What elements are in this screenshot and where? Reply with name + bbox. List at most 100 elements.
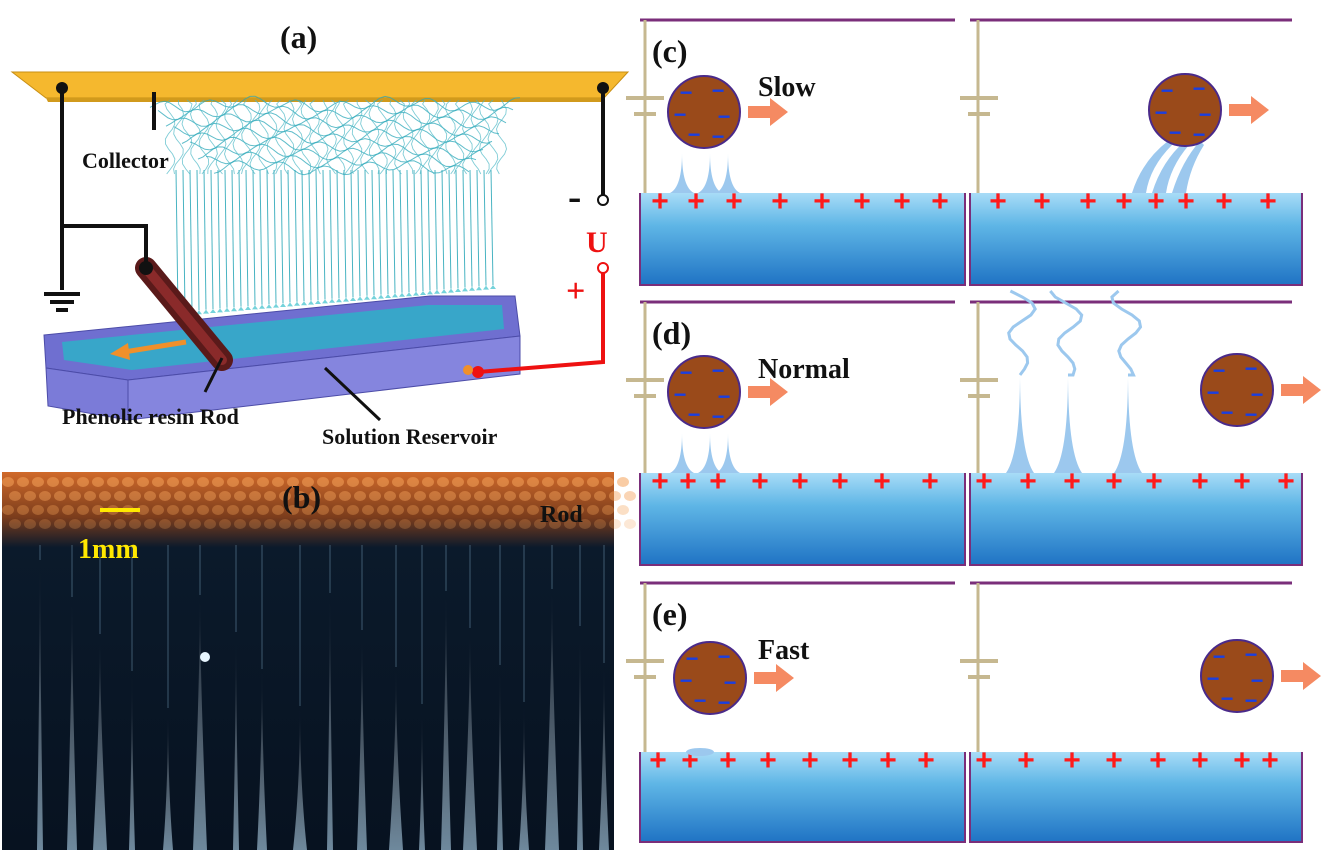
tank-outline bbox=[969, 752, 1303, 843]
rod-bead bbox=[527, 505, 539, 515]
roller-minus-charge: − bbox=[1199, 102, 1212, 127]
rod-bead bbox=[197, 477, 209, 487]
whipping-fiber bbox=[1110, 289, 1143, 377]
rod-bead bbox=[399, 491, 411, 501]
rod-bead bbox=[572, 505, 584, 515]
short-jet bbox=[670, 433, 694, 473]
rod-bead bbox=[212, 477, 224, 487]
roller-minus-charge: − bbox=[1193, 76, 1206, 101]
negative-lead bbox=[597, 82, 609, 206]
rod-bead bbox=[512, 505, 524, 515]
short-jet bbox=[698, 153, 722, 193]
collector-label: Collector bbox=[82, 148, 169, 173]
straight-fiber bbox=[469, 169, 473, 287]
rod-bead bbox=[294, 491, 306, 501]
wavy-fiber-column bbox=[402, 99, 414, 175]
rod-bead bbox=[174, 491, 186, 501]
fiber-tip bbox=[294, 301, 300, 306]
straight-fiber bbox=[462, 169, 466, 288]
wavy-fiber-column bbox=[436, 99, 448, 175]
fiber-tip bbox=[203, 309, 209, 314]
surface-plus-charge: + bbox=[1191, 465, 1209, 498]
roller-motion-arrow bbox=[1281, 662, 1321, 690]
panel-a-apparatus: (a) Collector Phenolic resin Rod Solutio… bbox=[10, 19, 630, 449]
rod-bead bbox=[189, 491, 201, 501]
surface-plus-charge: + bbox=[1233, 744, 1251, 777]
fiber-tip bbox=[434, 289, 440, 294]
photo-jet bbox=[389, 667, 403, 850]
rod-bead bbox=[92, 505, 104, 515]
rod-bead bbox=[534, 491, 546, 501]
fiber-tip bbox=[266, 304, 272, 309]
rod-bead bbox=[609, 519, 621, 529]
rod-bead bbox=[2, 505, 14, 515]
rod-bead bbox=[9, 491, 21, 501]
surface-plus-charge: + bbox=[975, 465, 993, 498]
straight-fiber bbox=[301, 169, 305, 302]
rod-bead bbox=[234, 519, 246, 529]
surface-plus-charge: + bbox=[1145, 465, 1163, 498]
surface-plus-charge: + bbox=[1215, 185, 1233, 218]
rod-bead bbox=[549, 491, 561, 501]
rod-bead bbox=[354, 491, 366, 501]
roller-minus-charge: − bbox=[1245, 402, 1258, 427]
tank-outline bbox=[639, 473, 966, 566]
fiber-tip bbox=[476, 286, 482, 291]
rod-bead bbox=[437, 505, 449, 515]
wavy-fiber-column bbox=[428, 99, 439, 175]
fiber-tip bbox=[399, 292, 405, 297]
surface-plus-charge: + bbox=[1105, 744, 1123, 777]
wavy-fiber-column bbox=[470, 99, 482, 175]
solution-tank bbox=[970, 473, 1302, 565]
photo-jet bbox=[463, 628, 477, 850]
rod-bead bbox=[474, 491, 486, 501]
wavy-fiber-row bbox=[181, 127, 493, 145]
surface-plus-charge: + bbox=[893, 185, 911, 218]
fiber-tip bbox=[462, 287, 468, 292]
surface-plus-charge: + bbox=[921, 465, 939, 498]
straight-fiber bbox=[238, 169, 242, 307]
roller-motion-arrow bbox=[748, 98, 788, 126]
half-left: ++++++++−−−−−− bbox=[626, 300, 966, 566]
photo-jet bbox=[441, 591, 451, 850]
rod-contact-dot bbox=[139, 261, 153, 275]
surface-plus-charge: + bbox=[1191, 744, 1209, 777]
roller-minus-charge: − bbox=[718, 644, 731, 669]
rod-bead bbox=[212, 505, 224, 515]
rod-bead bbox=[279, 491, 291, 501]
rod-bead bbox=[557, 477, 569, 487]
roller-minus-charge: − bbox=[1245, 356, 1258, 381]
surface-plus-charge: + bbox=[759, 744, 777, 777]
half-right: ++++++++−−−−−− bbox=[960, 18, 1303, 286]
rod-bead bbox=[99, 491, 111, 501]
roller-minus-charge: − bbox=[1169, 120, 1182, 145]
rod-bead bbox=[144, 519, 156, 529]
rod-bead bbox=[444, 491, 456, 501]
photo-jet bbox=[545, 589, 559, 850]
photo-jet bbox=[233, 632, 239, 850]
roller-minus-charge: − bbox=[1251, 382, 1264, 407]
rod-bead bbox=[572, 477, 584, 487]
surface-plus-charge: + bbox=[649, 744, 667, 777]
short-jet bbox=[698, 433, 722, 473]
ground-wiring bbox=[44, 88, 148, 312]
roller-minus-charge: − bbox=[680, 668, 693, 693]
straight-fiber bbox=[196, 169, 200, 311]
straight-fiber bbox=[483, 169, 487, 286]
wavy-fiber-column bbox=[334, 99, 346, 175]
straight-fiber bbox=[378, 169, 382, 295]
rod-bead bbox=[587, 477, 599, 487]
rod-bead bbox=[129, 491, 141, 501]
rod-bead bbox=[497, 477, 509, 487]
rod-bead bbox=[519, 491, 531, 501]
rod-bead bbox=[174, 519, 186, 529]
tall-jet bbox=[1114, 373, 1142, 473]
surface-plus-charge: + bbox=[1019, 465, 1037, 498]
straight-fiber bbox=[329, 169, 333, 299]
straight-fiber bbox=[364, 169, 368, 296]
rod-bead bbox=[527, 477, 539, 487]
straight-fiber bbox=[413, 169, 417, 292]
rod-bead bbox=[542, 477, 554, 487]
reservoir-solution bbox=[62, 305, 504, 370]
rod-bead bbox=[137, 505, 149, 515]
